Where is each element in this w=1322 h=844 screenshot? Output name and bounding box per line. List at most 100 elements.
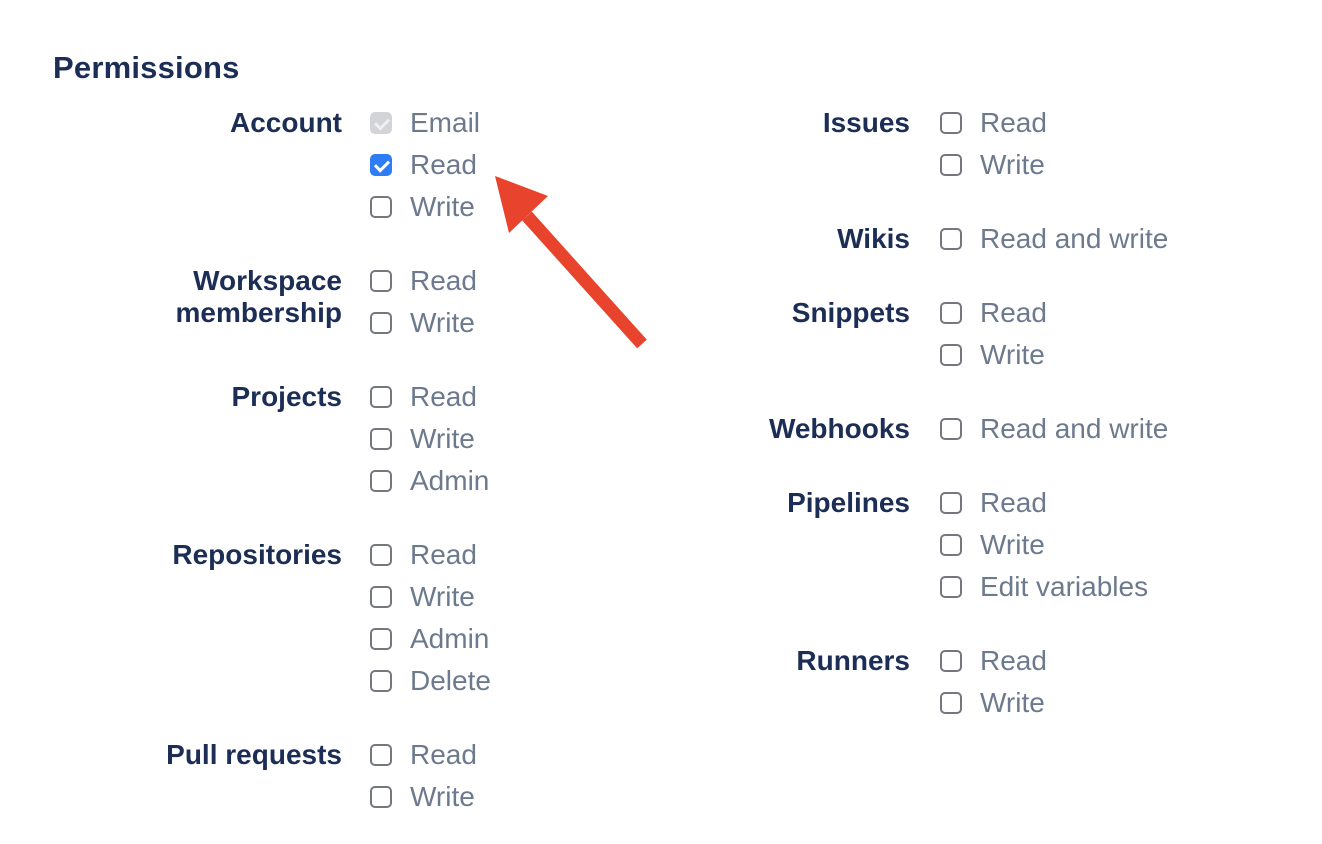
group-label-pipelines: Pipelines [787, 487, 910, 518]
repositories-delete-checkbox[interactable] [370, 670, 392, 692]
group-label-workspace-membership: Workspace membership [175, 265, 343, 328]
option-label: Write [410, 307, 475, 338]
permission-option[interactable]: Read [940, 107, 1047, 138]
option-label: Edit variables [980, 571, 1149, 602]
pull-requests-read-checkbox[interactable] [370, 744, 392, 766]
permission-option[interactable]: Read [940, 487, 1148, 518]
permission-group-wikis: Wikis Read and write [660, 223, 1169, 270]
arrow-shaft [522, 211, 647, 349]
permission-option[interactable]: Read [370, 381, 489, 412]
option-label: Read [980, 487, 1047, 518]
option-label: Read [410, 539, 477, 570]
permission-option[interactable]: Read and write [940, 223, 1169, 254]
group-label-pull-requests: Pull requests [166, 739, 342, 770]
projects-admin-checkbox[interactable] [370, 470, 392, 492]
permission-option: Email [370, 107, 481, 138]
permission-option[interactable]: Read [370, 265, 477, 296]
permission-option[interactable]: Write [940, 689, 1047, 717]
permission-option[interactable]: Write [370, 191, 480, 222]
group-label-issues: Issues [822, 107, 910, 138]
snippets-read-checkbox[interactable] [940, 302, 962, 324]
workspace-membership-write-checkbox[interactable] [370, 312, 392, 334]
page-title: Permissions [53, 50, 240, 85]
permission-option[interactable]: Write [370, 307, 477, 338]
option-label: Write [410, 191, 475, 222]
repositories-write-checkbox[interactable] [370, 586, 392, 608]
group-label-wikis: Wikis [837, 223, 910, 254]
runners-write-checkbox[interactable] [940, 692, 962, 714]
projects-read-checkbox[interactable] [370, 386, 392, 408]
option-label: Read [980, 107, 1047, 138]
permission-group-issues: Issues Read Write [660, 107, 1168, 196]
permission-option[interactable]: Read and write [940, 413, 1169, 444]
option-label: Admin [410, 623, 490, 654]
account-email-checkbox [370, 112, 392, 134]
permission-option[interactable]: Admin [370, 465, 490, 496]
account-read-checkbox[interactable] [370, 154, 392, 176]
permission-option[interactable]: Edit variables [940, 571, 1149, 602]
group-label-account: Account [230, 107, 342, 138]
group-label-runners: Runners [796, 645, 910, 676]
permission-option[interactable]: Write [370, 781, 477, 812]
option-label: Write [980, 339, 1045, 370]
option-label: Write [410, 423, 475, 454]
permission-option[interactable]: Read [370, 539, 491, 570]
permission-option[interactable]: Read [370, 149, 480, 180]
group-label-repositories: Repositories [172, 539, 342, 570]
option-label: Read and write [980, 413, 1169, 444]
permission-option[interactable]: Write [940, 529, 1148, 560]
permission-option[interactable]: Write [940, 339, 1047, 370]
option-label: Write [410, 581, 475, 612]
permission-option[interactable]: Read [940, 645, 1047, 676]
workspace-membership-read-checkbox[interactable] [370, 270, 392, 292]
option-label: Read [980, 297, 1047, 328]
account-write-checkbox[interactable] [370, 196, 392, 218]
permission-group-repositories: Repositories Read Write Admin Delete [53, 539, 491, 712]
option-label: Read [410, 149, 477, 180]
issues-write-checkbox[interactable] [940, 154, 962, 176]
pull-requests-write-checkbox[interactable] [370, 786, 392, 808]
permission-option[interactable]: Read [940, 297, 1047, 328]
permission-group-projects: Projects Read Write Admin [53, 381, 491, 512]
permission-group-webhooks: Webhooks Read and write [660, 413, 1169, 460]
group-label-projects: Projects [231, 381, 343, 412]
group-label-snippets: Snippets [791, 297, 910, 328]
option-label: Read [410, 739, 477, 770]
option-label: Admin [410, 465, 490, 496]
pipelines-edit-variables-checkbox[interactable] [940, 576, 962, 598]
pipelines-read-checkbox[interactable] [940, 492, 962, 514]
arrow-head [495, 176, 548, 233]
option-label: Read and write [980, 223, 1169, 254]
permission-option[interactable]: Write [940, 151, 1047, 179]
permission-group-pipelines: Pipelines Read Write Edit variables [660, 487, 1168, 618]
red-arrow-annotation-icon [495, 176, 647, 349]
option-label: Write [410, 781, 475, 812]
repositories-admin-checkbox[interactable] [370, 628, 392, 650]
pipelines-write-checkbox[interactable] [940, 534, 962, 556]
option-label: Read [980, 645, 1047, 676]
projects-write-checkbox[interactable] [370, 428, 392, 450]
repositories-read-checkbox[interactable] [370, 544, 392, 566]
snippets-write-checkbox[interactable] [940, 344, 962, 366]
webhooks-read-and-write-checkbox[interactable] [940, 418, 962, 440]
option-label: Email [410, 107, 481, 138]
permission-option[interactable]: Read [370, 739, 477, 770]
option-label: Read [410, 265, 477, 296]
permissions-column-right: Issues Read Write Wikis Read and write [660, 107, 1169, 766]
permission-option[interactable]: Admin [370, 623, 491, 654]
option-label: Read [410, 381, 477, 412]
option-label: Write [980, 529, 1045, 560]
permission-option[interactable]: Delete [370, 665, 491, 696]
wikis-read-and-write-checkbox[interactable] [940, 228, 962, 250]
group-label-webhooks: Webhooks [768, 413, 910, 444]
permission-group-workspace-membership: Workspace membership Read Write [53, 265, 491, 354]
permission-option[interactable]: Write [370, 423, 489, 454]
option-label: Delete [410, 665, 491, 696]
permission-group-account: Account Email Read Write [53, 107, 491, 238]
runners-read-checkbox[interactable] [940, 650, 962, 672]
issues-read-checkbox[interactable] [940, 112, 962, 134]
permission-group-pull-requests: Pull requests Read Write [53, 739, 491, 828]
permission-group-runners: Runners Read Write [660, 645, 1168, 734]
permission-option[interactable]: Write [370, 581, 491, 612]
